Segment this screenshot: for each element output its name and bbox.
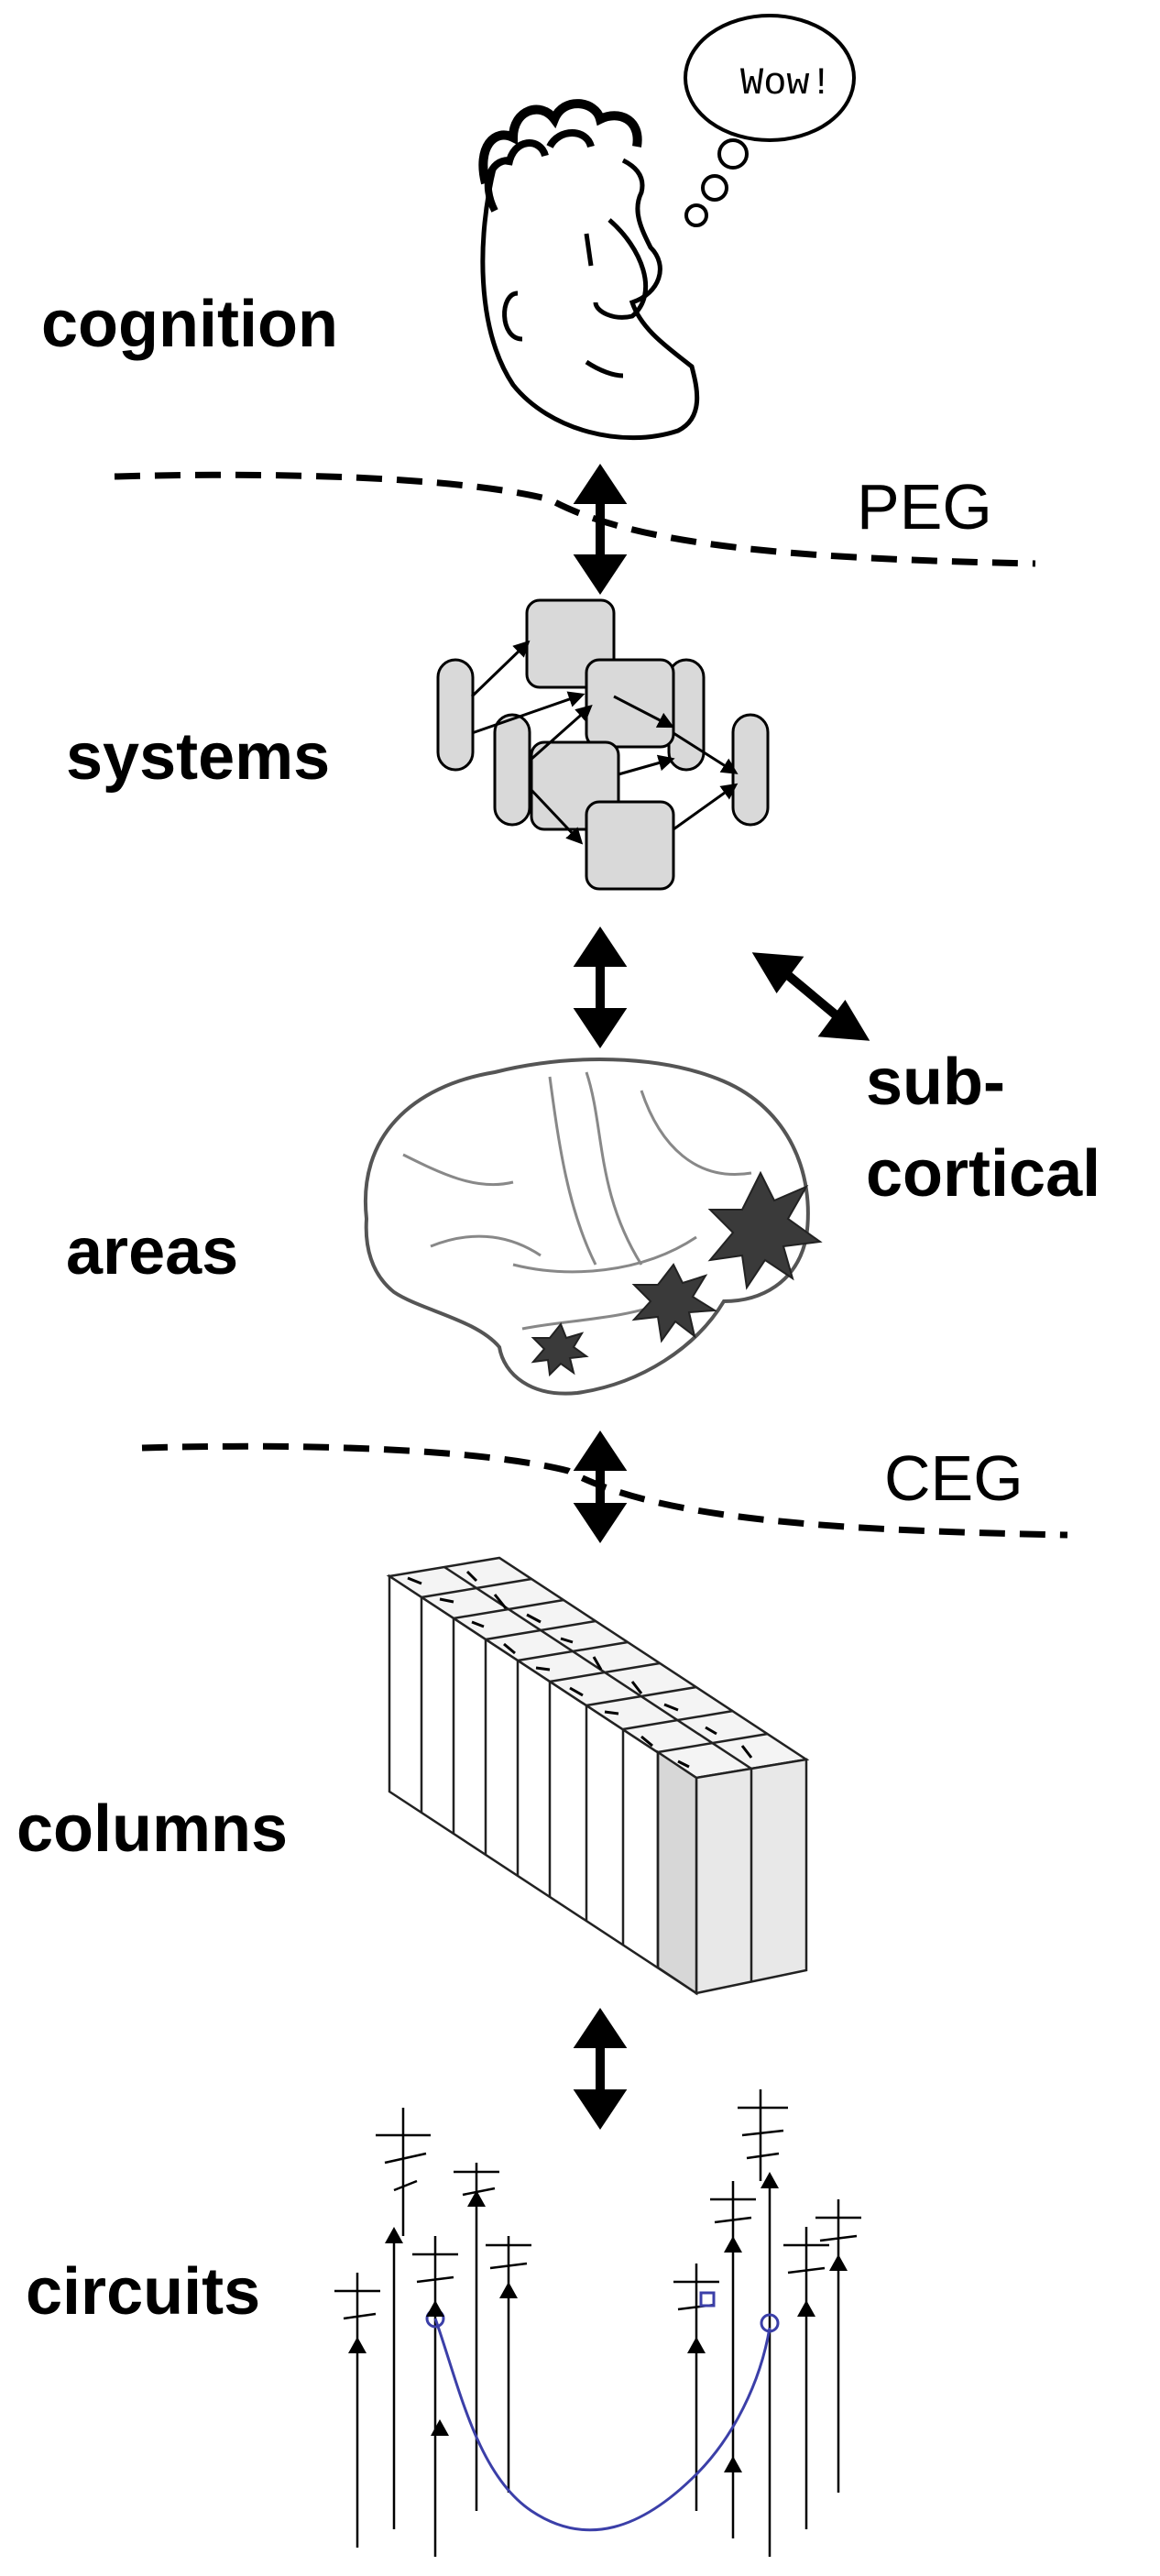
label-subcortical-2: cortical — [866, 1137, 1101, 1211]
thinking-head-icon — [478, 14, 856, 441]
label-columns: columns — [16, 1792, 289, 1866]
label-ceg: CEG — [884, 1442, 1023, 1514]
label-circuits: circuits — [26, 2255, 261, 2329]
neural-circuits-icon — [334, 2089, 861, 2557]
thought-bubble-text: Wow! — [740, 61, 833, 105]
cortical-columns-icon — [386, 1556, 810, 1996]
arrow-cognition-systems — [573, 463, 628, 596]
systems-network-icon — [436, 598, 770, 891]
arrow-subcortical — [751, 952, 870, 1041]
label-subcortical-1: sub- — [866, 1046, 1005, 1119]
label-peg: PEG — [857, 471, 992, 543]
ceg-boundary-line — [141, 1442, 1068, 1539]
arrow-systems-areas — [573, 926, 628, 1049]
arrow-areas-columns — [573, 1430, 628, 1544]
label-areas: areas — [66, 1215, 239, 1288]
arrow-columns-circuits — [573, 2007, 628, 2131]
brain-areas-icon — [363, 1058, 823, 1396]
peg-boundary-line — [114, 471, 1036, 567]
label-systems: systems — [66, 720, 331, 794]
label-cognition: cognition — [41, 288, 338, 361]
